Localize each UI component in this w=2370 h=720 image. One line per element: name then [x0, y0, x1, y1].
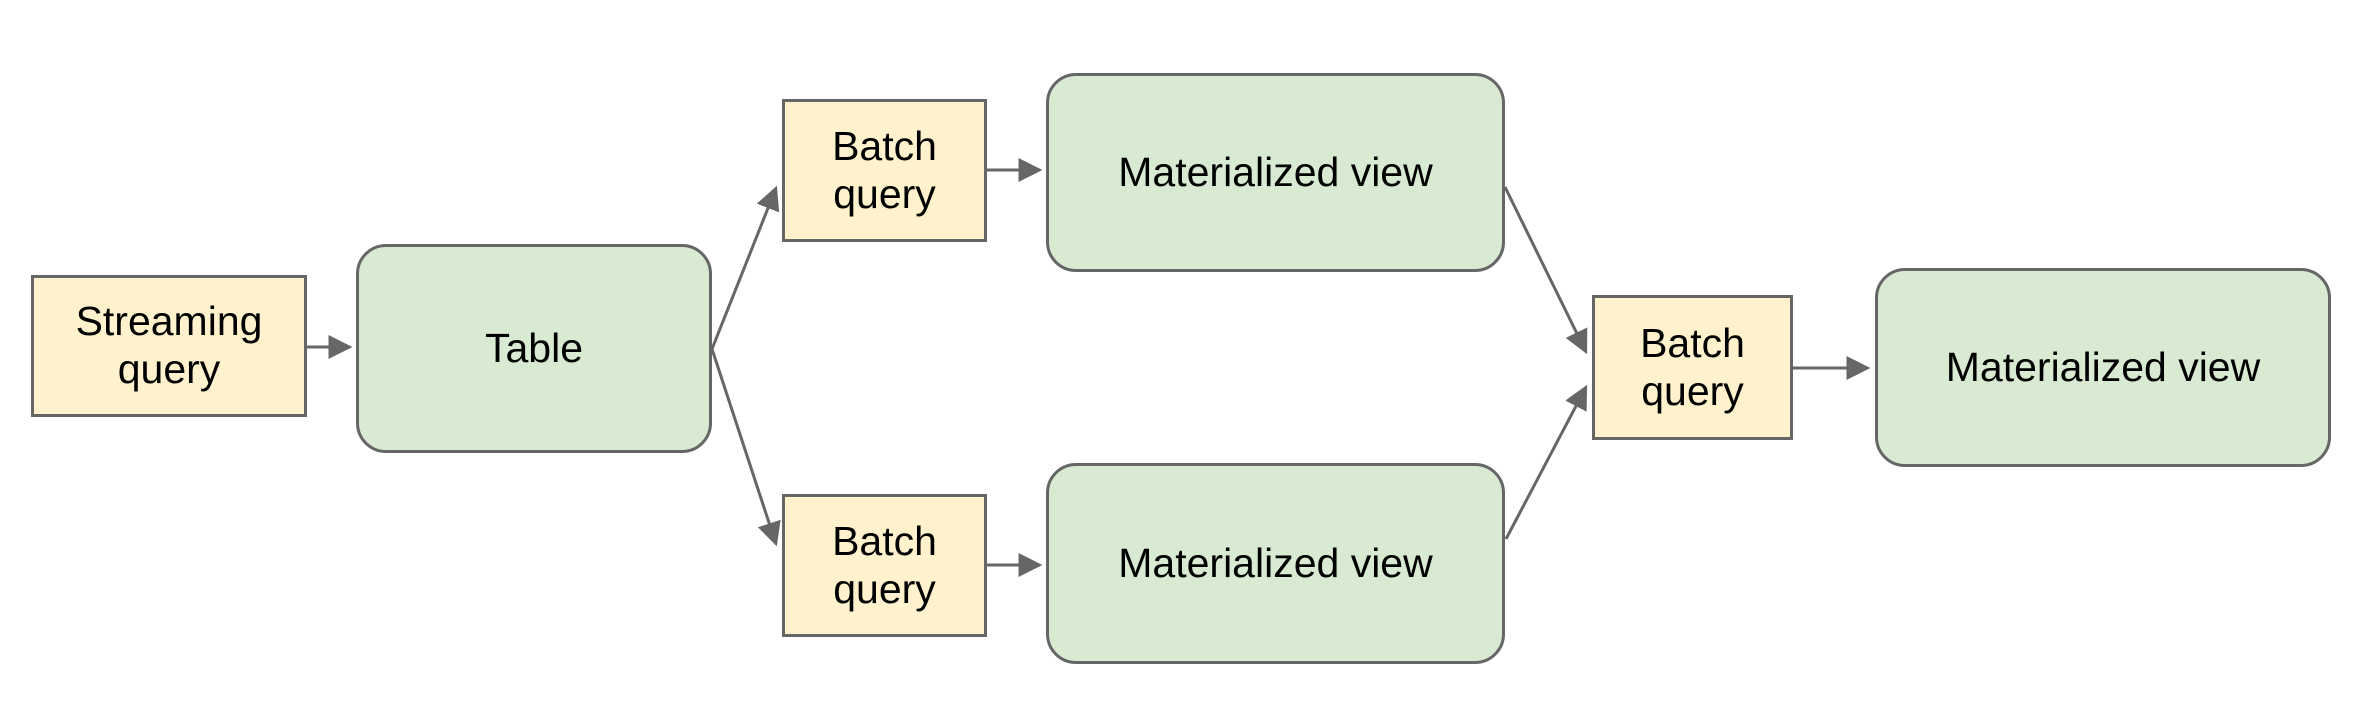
node-label: Table — [484, 324, 583, 371]
node-streaming-query: Streaming query — [31, 275, 307, 417]
arrow-table-to-batch-bottom — [710, 348, 781, 547]
node-label: Batch query — [1640, 319, 1745, 414]
node-label: Materialized view — [1118, 148, 1433, 195]
arrow-mv-bottom-to-batch-right — [1504, 384, 1588, 540]
arrow-table-to-batch-top — [710, 185, 780, 350]
node-table: Table — [356, 244, 712, 453]
node-materialized-view-bottom: Materialized view — [1046, 463, 1505, 664]
node-label: Streaming query — [75, 298, 263, 392]
node-label: Batch query — [832, 122, 937, 217]
arrow-mv-top-to-batch-right — [1503, 186, 1588, 355]
node-materialized-view-right: Materialized view — [1875, 268, 2331, 467]
node-label: Batch query — [832, 517, 937, 612]
node-batch-query-right: Batch query — [1592, 295, 1793, 440]
node-batch-query-top: Batch query — [782, 99, 987, 242]
node-label: Materialized view — [1118, 539, 1433, 586]
node-materialized-view-top: Materialized view — [1046, 73, 1505, 272]
node-label: Materialized view — [1945, 343, 2261, 390]
node-batch-query-bottom: Batch query — [782, 494, 987, 637]
